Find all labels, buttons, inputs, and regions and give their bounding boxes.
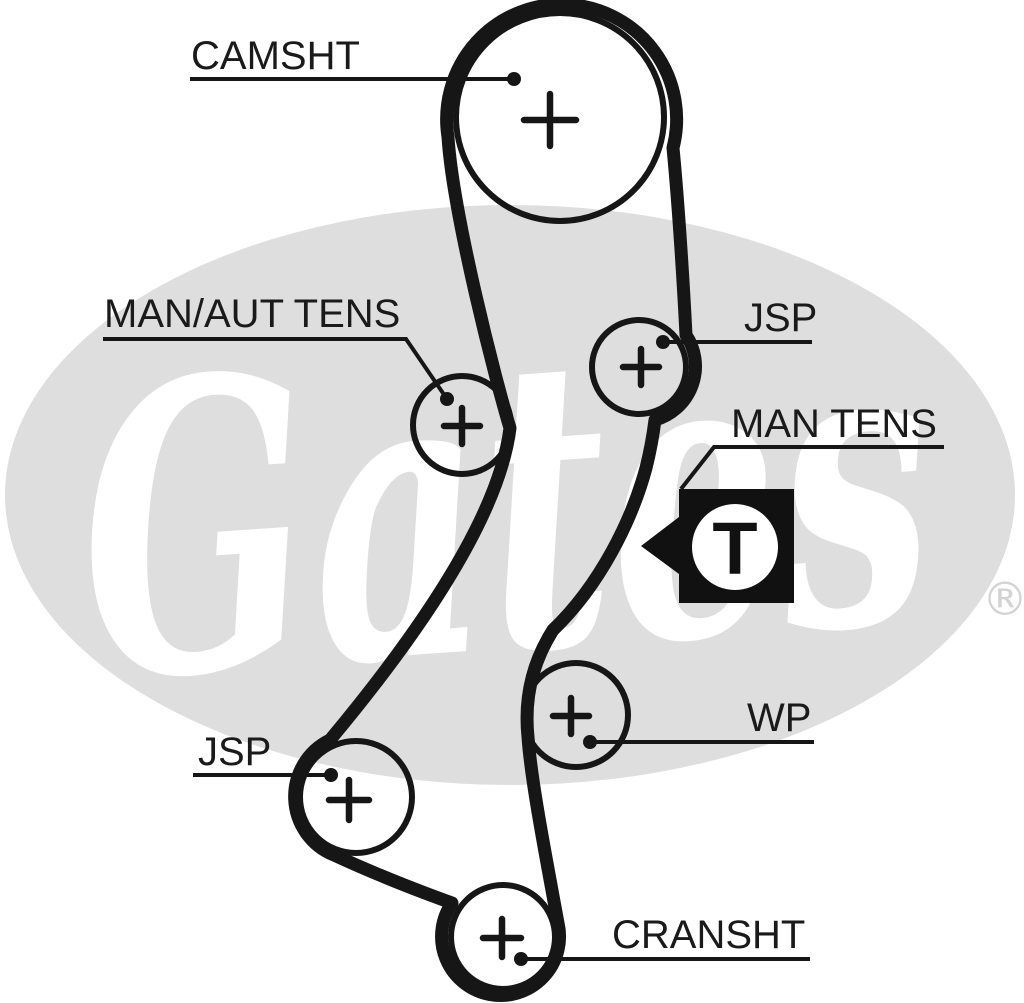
watermark-ellipse [5,205,1015,785]
camshaft-center-mark [520,90,580,150]
man-tens-circle [692,504,778,590]
lower-jockey-center-mark [325,776,373,824]
man-aut-tensioner-label: MAN/AUT TENS [104,292,400,336]
manual-tensioner-marker: T [641,489,794,603]
man-tens-leader-line [679,445,944,491]
camshaft-leader-dot [507,72,521,86]
timing-belt-path [288,0,702,1002]
upper-jockey-pulley [589,317,689,417]
crankshaft-leader-dot [514,952,528,966]
water-pump-leader-dot [583,735,597,749]
crankshaft-center-mark [479,915,525,961]
man-tens-label: MAN TENS [731,402,937,446]
gates-watermark: Gates ® [5,205,1024,785]
man-tens-arrow-icon [641,517,679,574]
water-pump-center-mark [549,694,593,738]
upper-jockey-label: JSP [744,296,817,340]
crankshaft-label: CRANSHT [612,913,805,957]
lower-jockey-leader-dot [324,768,338,782]
water-pump-label: WP [747,696,811,740]
man-aut-tensioner-leader-dot [440,392,454,406]
watermark-script: Gates [65,244,946,772]
lower-jockey-label: JSP [198,730,271,774]
man-aut-tensioner-leader-line [103,337,449,401]
camshaft-pulley [453,10,667,224]
man-aut-tensioner-center-mark [440,404,484,448]
upper-jockey-leader-dot [656,335,670,349]
camshaft-label: CAMSHT [191,34,360,78]
upper-jockey-center-mark [619,345,663,389]
man-tens-symbol: T [712,507,757,590]
registered-trademark-symbol: ® [982,572,1024,626]
